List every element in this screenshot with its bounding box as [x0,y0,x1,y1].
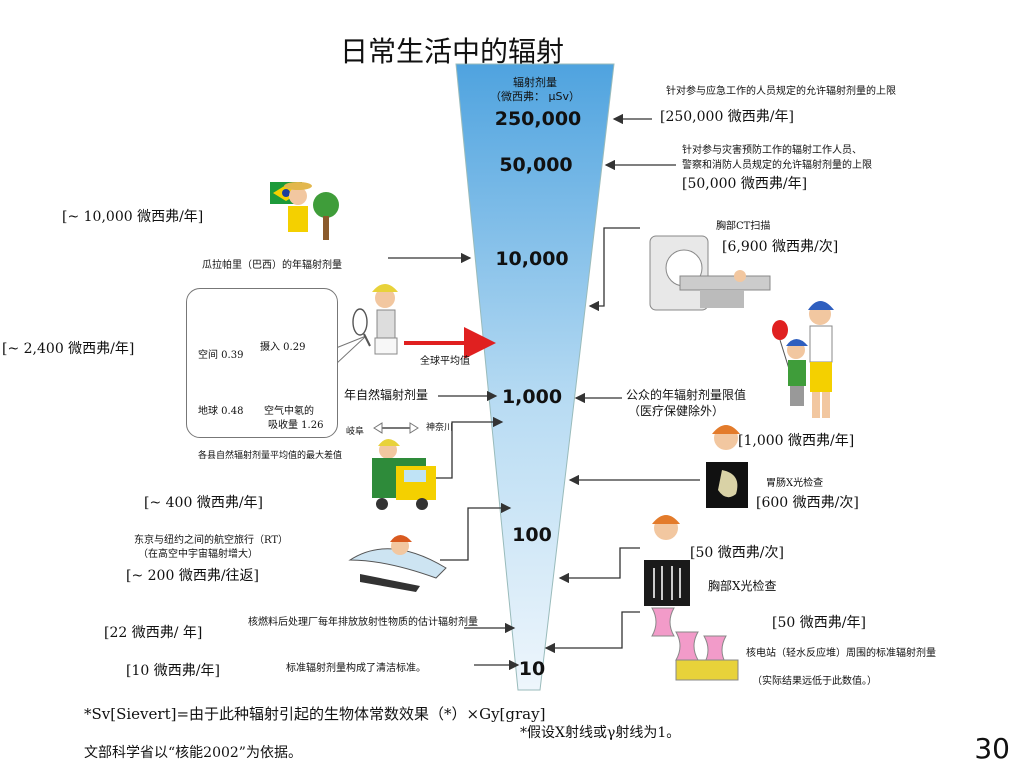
natural-radiation-caption: 年自然辐射剂量 [344,388,429,402]
disaster-value: [50,000 微西弗/年] [682,176,808,192]
flight-value: [~ 200 微西弗/往返] [126,568,259,584]
woman-tennis-illustration [352,284,398,355]
clean-standard-caption: 标准辐射剂量构成了清洁标准。 [286,663,426,674]
arrow-prefecture [430,416,504,479]
scale-tick-1000: 1,000 [501,386,563,408]
public-limit-caption-line2: （医疗保健除外） [628,404,725,418]
nuclear-plant-illustration [651,607,739,681]
funnel-label-unit-name: 辐射剂量 [513,76,557,89]
ct-caption: 胸部CT扫描 [716,221,771,232]
kanagawa-label: 神奈川 [426,423,454,433]
ct-scanner-illustration [649,235,771,311]
chest-xray-caption: 胸部X光检查 [708,579,777,593]
arrow-flight [440,502,512,561]
natural-radiation-bubble [186,288,338,438]
family-balloon-illustration [772,301,834,418]
nuclear-plant-caption: 核电站（轻水反应堆）周围的标准辐射剂量 [746,648,936,659]
truck-illustration [372,439,436,510]
reprocessing-caption: 核燃料后处理厂每年排放放射性物质的估计辐射剂量 [248,617,478,628]
chest-xray-illustration [644,515,690,606]
flight-caption-line1: 东京与纽约之间的航空旅行（RT） [134,535,289,546]
clean-standard-value: [10 微西弗/年] [126,663,220,679]
nuclear-plant-note: （实际结果远低于此数值。） [752,676,877,687]
scale-tick-10: 10 [518,658,546,680]
ct-value: [6,900 微西弗/次] [722,239,839,255]
flight-caption-line2: （在高空中宇宙辐射增大） [138,549,258,560]
stomach-xray-value: [600 微西弗/次] [756,495,859,511]
public-limit-value: [1,000 微西弗/年] [738,433,855,449]
xray-assumption-note: *假设X射线或γ射线为1。 [520,725,681,741]
prefecture-difference-value: [~ 400 微西弗/年] [144,495,263,511]
source-note: 文部科学省以“核能2002”为依据。 [84,745,302,761]
public-limit-caption-line1: 公众的年辐射剂量限值 [626,388,747,402]
guarapari-value: [~ 10,000 微西弗/年] [62,209,204,225]
stomach-xray-caption: 胃肠X光检查 [766,478,824,489]
gifu-label: 岐阜 [346,427,365,437]
radon-dose-label-line1: 空气中氡的 [264,406,314,417]
disaster-caption-line2: 警察和消防人员规定的允许辐射剂量的上限 [682,160,872,171]
space-dose-label: 空间 0.39 [198,350,244,361]
bubble-tail [335,335,367,366]
radon-dose-label-line2: 吸收量 1.26 [268,420,324,431]
arrow-chest [558,547,640,584]
guarapari-caption: 瓜拉帕里（巴西）的年辐射剂量 [202,260,342,271]
natural-radiation-value: [~ 2,400 微西弗/年] [2,341,135,357]
brazil-farmer-illustration [270,182,339,240]
dose-funnel [455,63,615,691]
earth-dose-label: 地球 0.48 [198,406,244,417]
scale-tick-10000: 10,000 [495,248,569,270]
page-title: 日常生活中的辐射 [340,35,565,68]
global-average-label: 全球平均值 [420,356,470,367]
arrow-plant [544,611,640,654]
sievert-definition-note: *Sv[Sievert]=由于此种辐射引起的生物体常数效果（*）×Gy[gray… [84,705,546,723]
chest-xray-value: [50 微西弗/次] [690,545,784,561]
emergency-caption: 针对参与应急工作的人员规定的允许辐射剂量的上限 [666,86,896,97]
scale-tick-250000: 250,000 [494,108,582,130]
arrow-ct [588,227,640,312]
airplane-illustration [348,535,447,592]
intake-dose-label: 摄入 0.29 [260,342,306,353]
disaster-caption-line1: 针对参与灾害预防工作的辐射工作人员、 [682,145,862,156]
prefecture-difference-caption: 各县自然辐射剂量平均值的最大差值 [198,451,343,461]
page-number: 30 [974,732,1010,765]
scale-tick-50000: 50,000 [499,154,573,176]
emergency-value: [250,000 微西弗/年] [660,109,794,125]
reprocessing-value: [22 微西弗/ 年] [104,625,203,641]
scale-tick-100: 100 [512,524,552,546]
stomach-xray-illustration [706,425,748,508]
nuclear-plant-value: [50 微西弗/年] [772,615,866,631]
funnel-label-unit: （微西弗： μSv） [490,90,580,103]
